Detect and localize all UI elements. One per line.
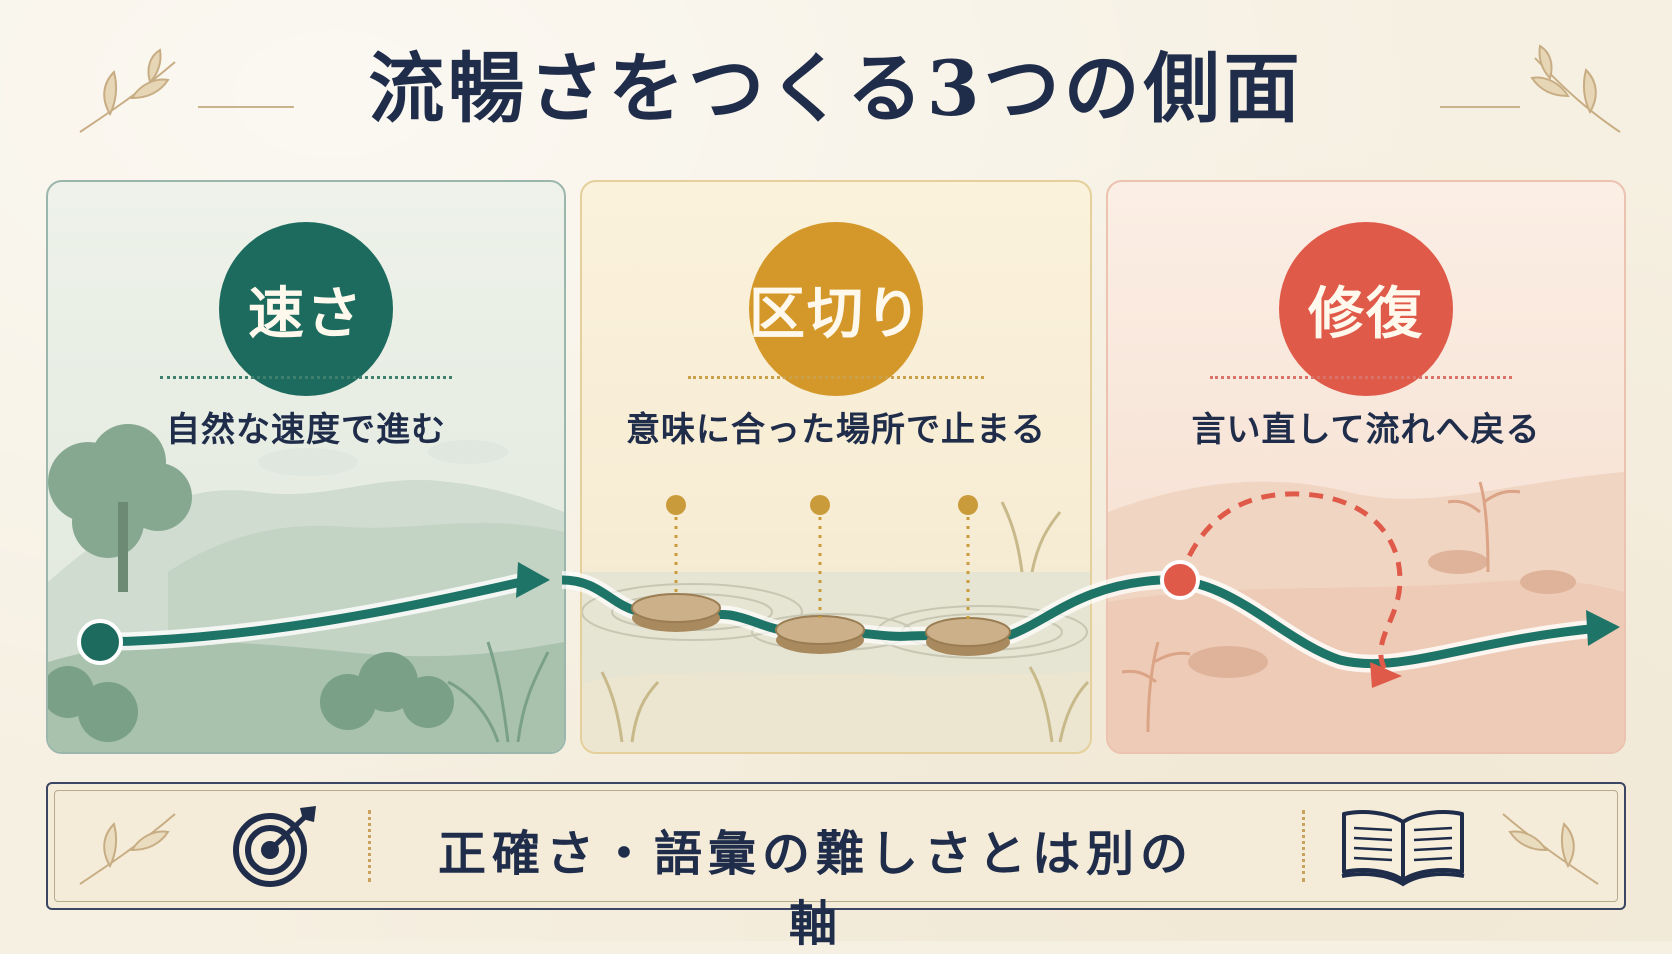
footer-banner: 正確さ・語彙の難しさとは別の軸 [46, 782, 1626, 952]
leaf-sprig-icon [1502, 813, 1599, 885]
target-icon [233, 806, 316, 887]
open-book-icon [1341, 810, 1465, 887]
dotted-divider [688, 376, 984, 379]
description-speed: 自然な速度で進む [166, 410, 446, 450]
description-pause: 意味に合った場所で止まる [626, 410, 1046, 450]
description-repair: 言い直して流れへ戻る [1191, 410, 1541, 450]
badge-pause: 区切り [749, 222, 923, 396]
leaf-sprig-icon [1530, 44, 1621, 133]
leaf-sprig-icon [79, 48, 176, 133]
panel-speed: 速さ 自然な速度で進む [46, 180, 566, 754]
dotted-separator [1302, 810, 1305, 882]
page-title: 流暢さをつくる3つの側面 [368, 44, 1304, 133]
leaf-sprig-icon [79, 813, 176, 885]
panel-pause: 区切り 意味に合った場所で止まる [580, 180, 1092, 754]
title-divider-left [198, 106, 294, 108]
dotted-divider [160, 376, 452, 379]
title-divider-right [1440, 106, 1520, 108]
dotted-divider [1210, 376, 1512, 379]
dotted-separator [368, 810, 371, 882]
panel-repair: 修復 言い直して流れへ戻る [1106, 180, 1626, 754]
badge-speed: 速さ [219, 222, 393, 396]
footer-text: 正確さ・語彙の難しさとは別の軸 [438, 826, 1195, 952]
badge-repair: 修復 [1279, 222, 1453, 396]
